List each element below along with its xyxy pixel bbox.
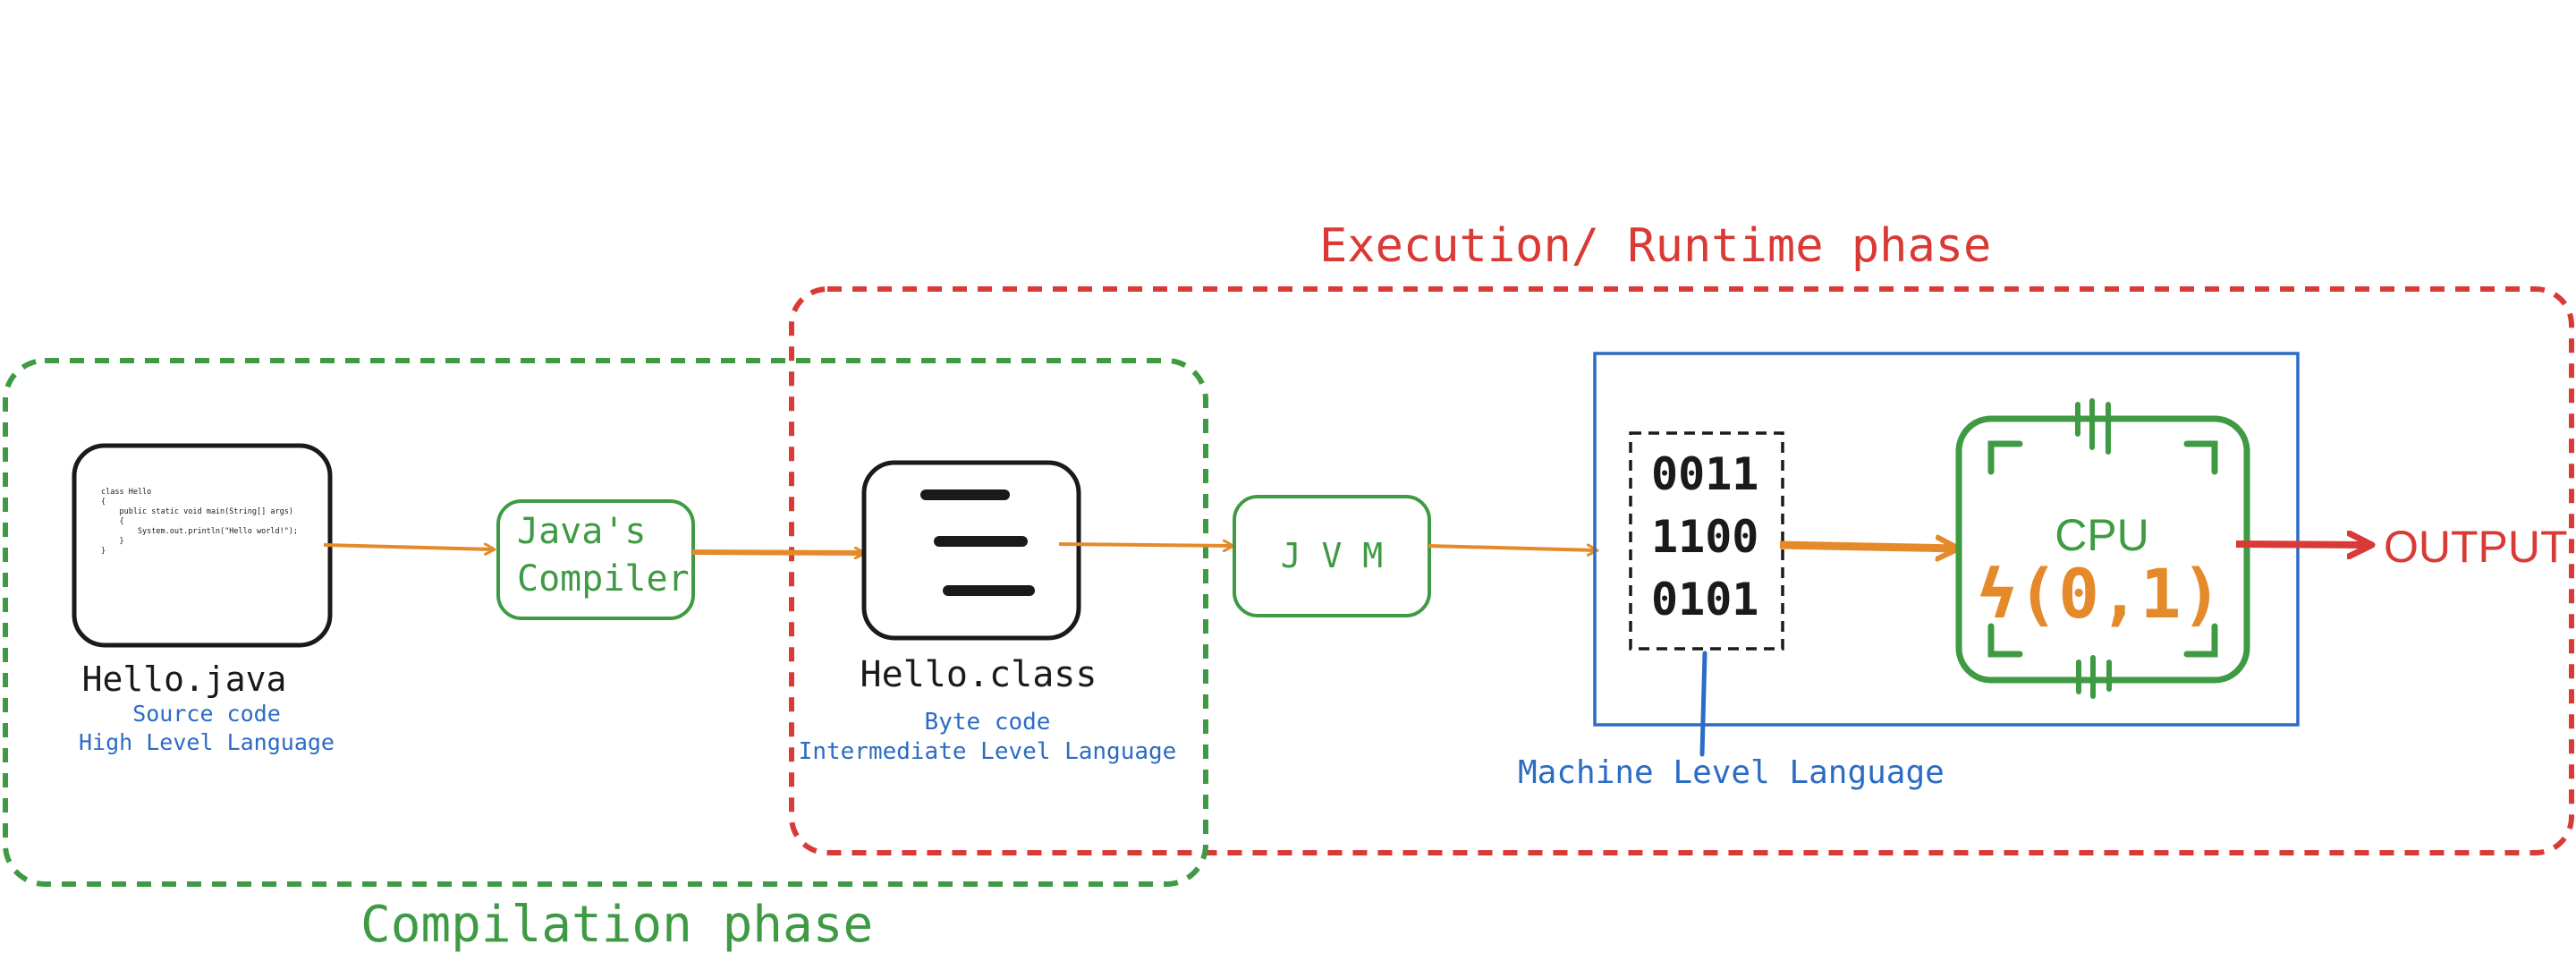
source-code-line: } [101,547,106,556]
arrow-source-to-compiler [323,545,494,549]
execution-phase-title: Execution/ Runtime phase [1319,219,1991,273]
source-file-subtitle-2: High Level Language [79,729,335,755]
compiler-label-line-1: Java's [517,511,647,552]
compilation-phase-title: Compilation phase [360,896,873,954]
class-file-subtitle-1: Byte code [925,709,1051,736]
source-file-subtitle-1: Source code [132,701,281,727]
compilation-phase-border [3,358,1208,887]
source-code-line: { [101,498,106,506]
arrow-compiler-to-bytecode [691,552,864,553]
cpu-label: CPU [2055,510,2149,560]
cpu-pins-top [2075,398,2111,455]
arrow-bytecode-to-jvm [1058,544,1233,546]
arrow-machine-to-cpu [1779,545,1957,549]
arrow-jvm-to-machine [1428,546,1597,550]
compiler-node: Java's Compiler [496,499,695,620]
cpu-pins-bottom [2076,655,2112,699]
source-code-line: } [101,537,124,546]
class-file-node: Hello.class Byte code Intermediate Level… [799,460,1177,765]
source-code-line: class Hello [101,488,151,497]
source-code-snippet: class Hello{ public static void main(Str… [101,488,298,556]
jvm-node: J V M [1233,495,1431,617]
compilation-phase-region: Compilation phase [3,358,1208,954]
machine-level-frame [1593,352,2300,727]
jvm-label: J V M [1281,536,1383,575]
machine-label-connector [1699,651,1707,757]
cpu-corner-top-right [2183,440,2218,475]
execution-phase-region: Execution/ Runtime phase [789,219,2574,855]
cpu-node: CPU ϟ(0,1) [1955,398,2250,699]
binary-line-2: 1100 [1651,511,1758,563]
machine-level-label: Machine Level Language [1518,754,1945,791]
compiler-label-line-2: Compiler [517,558,690,600]
class-file-name: Hello.class [860,654,1097,695]
machine-level-region: 0011 1100 0101 Machine Level Language [1518,352,2300,791]
cpu-binary-symbol: ϟ(0,1) [1977,554,2223,634]
cpu-chip-outline [1955,415,2250,684]
arrow-cpu-to-output [2235,544,2370,545]
cpu-corner-top-left [1987,440,2023,475]
cpu-corner-bottom-left [1987,623,2023,658]
source-code-line: System.out.println("Hello world!"); [101,527,298,536]
jvm-box [1233,495,1431,617]
source-code-line: { [101,517,124,526]
output-label: OUTPUT [2384,522,2568,572]
class-file-subtitle-2: Intermediate Level Language [799,738,1177,765]
class-file-card [861,460,1081,641]
source-file-node: class Hello{ public static void main(Str… [72,443,335,755]
execution-phase-border [789,286,2574,855]
binary-box [1629,431,1784,651]
source-code-line: public static void main(String[] args) [101,507,293,516]
cpu-corner-bottom-right [2183,623,2218,658]
binary-line-3: 0101 [1651,574,1758,625]
binary-line-1: 0011 [1651,448,1758,500]
compiler-box [496,499,695,620]
source-file-name: Hello.java [82,659,287,699]
